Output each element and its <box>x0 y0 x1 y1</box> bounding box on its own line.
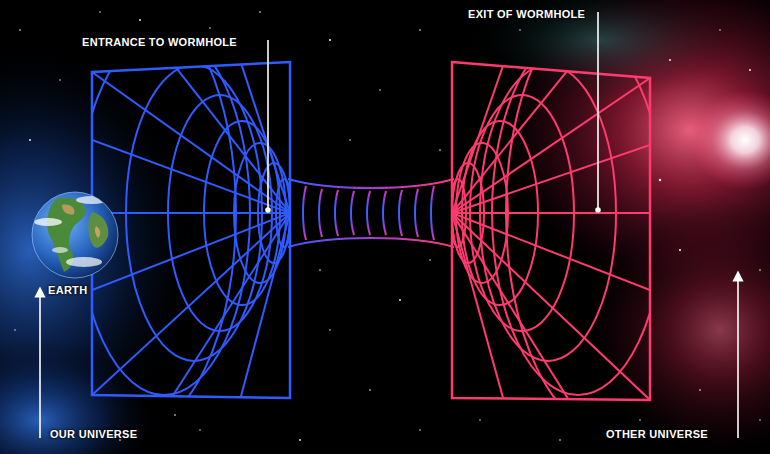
region-label: OTHER UNIVERSE <box>606 428 708 441</box>
callout-label: EXIT OF WORMHOLE <box>468 8 585 21</box>
earth-globe <box>32 192 118 278</box>
region-label: OUR UNIVERSE <box>50 428 137 441</box>
leader-line <box>40 12 738 438</box>
callout-label: ENTRANCE TO WORMHOLE <box>82 36 237 49</box>
planet-label: EARTH <box>48 284 87 297</box>
